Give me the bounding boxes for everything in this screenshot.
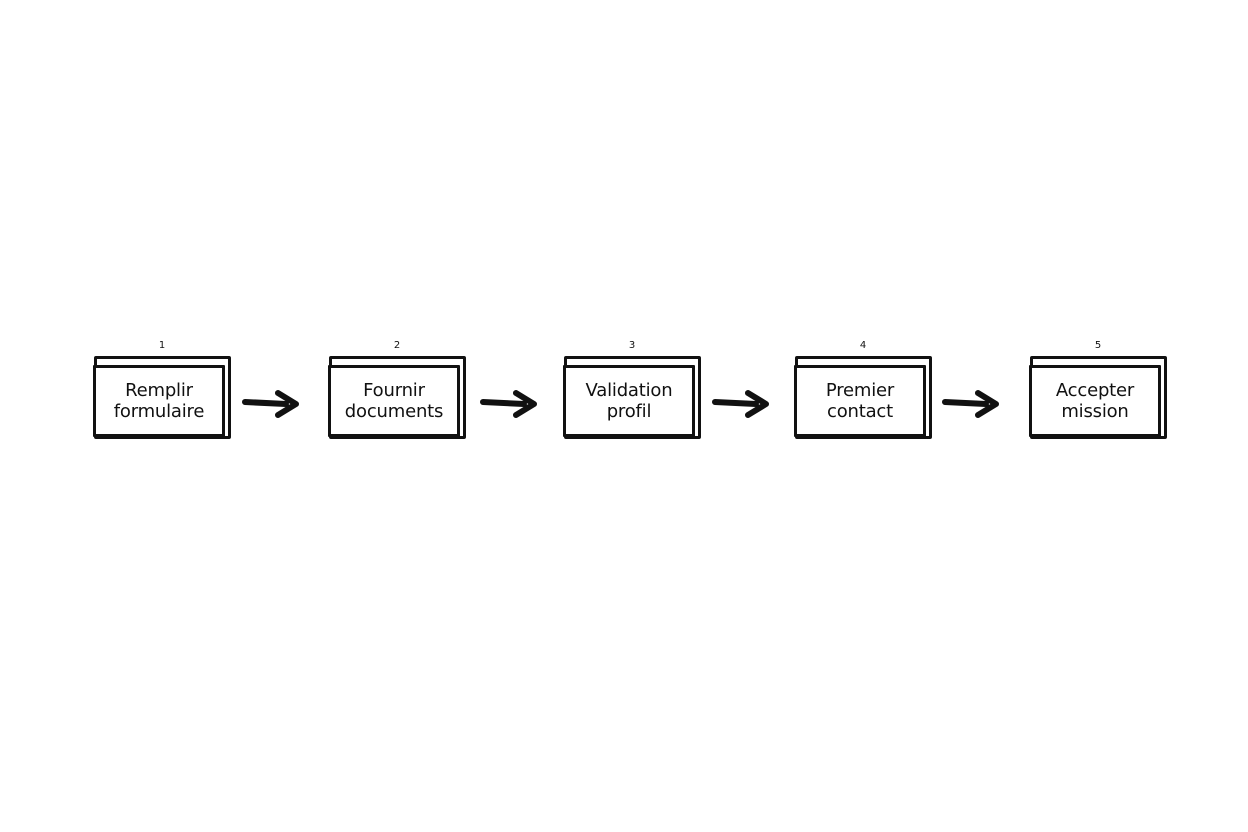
step-number-1: 1 — [158, 340, 166, 351]
step-card-3: Validation profil — [563, 365, 695, 437]
flow-step-4: 4 Premier contact — [793, 340, 939, 448]
step-number-5: 5 — [1094, 340, 1102, 351]
step-label-1: Remplir formulaire — [110, 380, 209, 422]
arrow-right-icon — [942, 390, 999, 418]
step-card-1: Remplir formulaire — [93, 365, 225, 437]
step-number-4: 4 — [859, 340, 867, 351]
flow-step-2: 2 Fournir documents — [327, 340, 473, 448]
arrow-right-icon — [480, 390, 537, 418]
step-label-4: Premier contact — [822, 380, 898, 422]
step-label-2: Fournir documents — [341, 380, 447, 422]
flow-step-1: 1 Remplir formulaire — [92, 340, 238, 448]
step-label-line1: Validation — [585, 380, 673, 401]
step-number-2: 2 — [393, 340, 401, 351]
step-card-4: Premier contact — [794, 365, 926, 437]
arrow-right-icon — [242, 390, 299, 418]
flow-step-3: 3 Validation profil — [562, 340, 708, 448]
flow-step-5: 5 Accepter mission — [1028, 340, 1174, 448]
arrow-right-icon — [712, 390, 769, 418]
step-label-line1: Accepter — [1055, 380, 1135, 401]
step-label-line1: Remplir — [125, 380, 193, 401]
step-label-line2: profil — [606, 401, 652, 422]
step-label-line2: contact — [827, 401, 893, 422]
step-label-line2: documents — [344, 401, 444, 422]
step-label-5: Accepter mission — [1052, 380, 1138, 422]
step-card-2: Fournir documents — [328, 365, 460, 437]
step-label-line1: Premier — [825, 380, 895, 401]
step-label-line1: Fournir — [363, 380, 425, 401]
step-label-line2: formulaire — [113, 401, 205, 422]
step-label-line2: mission — [1061, 401, 1129, 422]
step-label-3: Validation profil — [582, 380, 677, 422]
step-number-3: 3 — [628, 340, 636, 351]
step-card-5: Accepter mission — [1029, 365, 1161, 437]
